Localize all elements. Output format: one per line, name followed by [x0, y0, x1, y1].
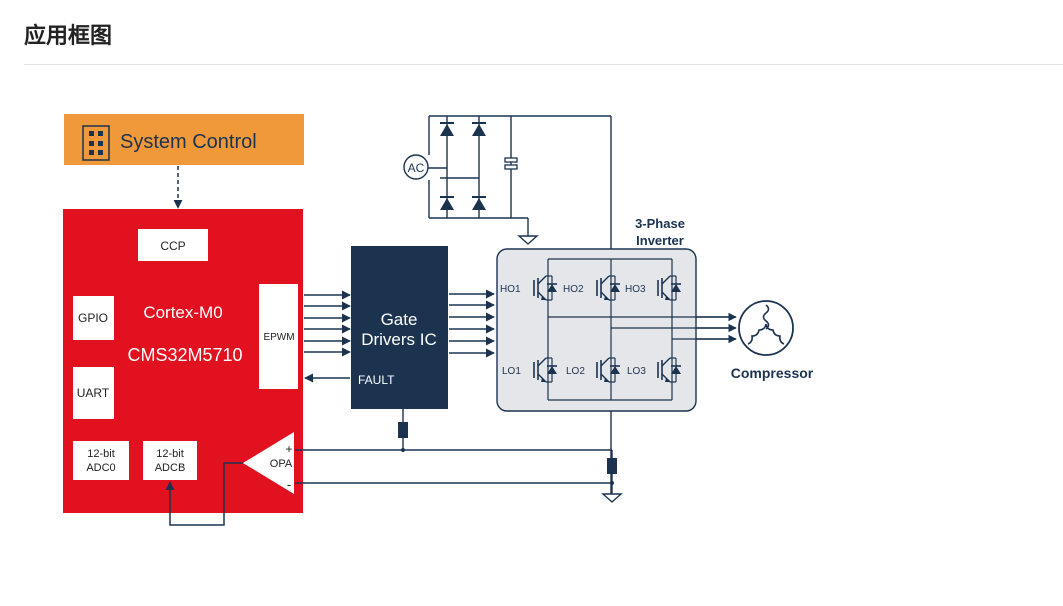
resistor-icon — [398, 422, 617, 474]
ho3-label: HO3 — [625, 284, 646, 295]
ccp-label: CCP — [160, 239, 185, 253]
rectifier-circuit — [427, 115, 611, 236]
inverter-title-line1: 3-Phase — [635, 216, 685, 231]
ac-label: AC — [408, 161, 425, 175]
gate-driver-block: Gate Drivers IC FAULT — [351, 246, 448, 409]
sense-wiring — [295, 409, 613, 494]
page-title: 应用框图 — [24, 24, 113, 49]
adc0-label: ADC0 — [86, 462, 115, 474]
adc0-box — [73, 441, 129, 480]
system-control-block: System Control — [64, 114, 304, 165]
ground-icon — [601, 493, 623, 503]
uart-box — [73, 367, 114, 419]
motor-icon: Compressor — [696, 300, 814, 381]
lo3-label: LO3 — [627, 366, 646, 377]
gate-driver-line2: Drivers IC — [361, 330, 437, 349]
ho2-label: HO2 — [563, 284, 584, 295]
fault-label: FAULT — [358, 373, 395, 387]
ground-icon — [517, 235, 539, 245]
chip-icon — [82, 125, 110, 161]
adcb-bits: 12-bit — [156, 448, 184, 460]
lo1-label: LO1 — [502, 366, 521, 377]
pwm-signal-arrows — [304, 290, 351, 383]
uart-label: UART — [77, 386, 110, 400]
system-control-label: System Control — [120, 131, 257, 153]
epwm-box — [259, 284, 298, 389]
adcb-box — [143, 441, 197, 480]
inverter-title-line2: Inverter — [636, 233, 684, 248]
opa-minus: - — [287, 477, 291, 492]
title-divider — [24, 64, 1063, 65]
adc0-bits: 12-bit — [87, 448, 115, 460]
capacitor-icon — [504, 157, 518, 170]
junction-dot — [401, 448, 405, 452]
diode-icon — [440, 122, 486, 210]
gate-driver-line1: Gate — [381, 310, 418, 329]
core-label: Cortex-M0 — [143, 303, 222, 322]
ac-source-icon: AC — [403, 154, 429, 180]
adcb-label: ADCB — [155, 462, 186, 474]
part-number: CMS32M5710 — [127, 345, 242, 365]
motor-label: Compressor — [731, 365, 814, 381]
ho1-label: HO1 — [500, 284, 521, 295]
opa-to-adcb-wire — [165, 462, 243, 526]
gpio-label: GPIO — [78, 311, 108, 325]
gate-signal-arrows — [449, 289, 495, 358]
lo2-label: LO2 — [566, 366, 585, 377]
epwm-label: EPWM — [263, 332, 294, 343]
opa-label: OPA — [270, 458, 293, 470]
inverter-block: 3-Phase Inverter HO1 HO2 HO3 LO1 LO2 — [496, 216, 732, 412]
ccp-box — [138, 229, 208, 261]
junction-dot — [610, 481, 614, 485]
mcu-block: CCP Cortex-M0 CMS32M5710 GPIO UART EPWM … — [63, 209, 303, 526]
opa-amplifier: OPA + - — [243, 432, 294, 494]
gpio-box — [73, 296, 114, 340]
opa-plus: + — [285, 442, 292, 456]
